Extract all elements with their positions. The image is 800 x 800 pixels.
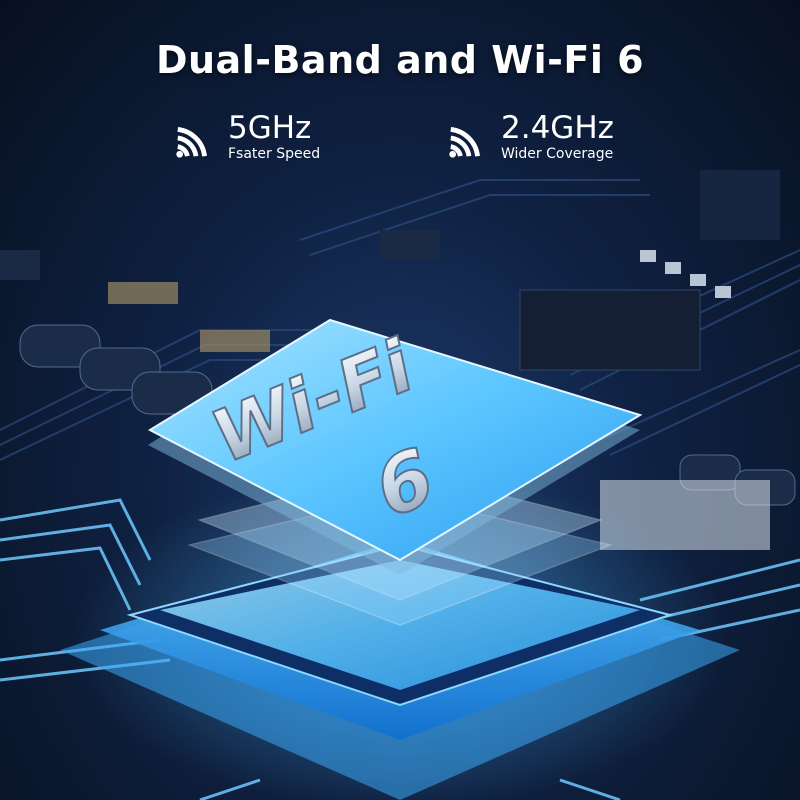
headline: Dual-Band and Wi-Fi 6 — [155, 38, 645, 82]
band-24ghz: 2.4GHz Wider Coverage — [445, 112, 614, 162]
band-5ghz: 5GHz Fsater Speed — [172, 112, 320, 162]
chip-label-6: 6 — [370, 428, 440, 539]
band-caption: Fsater Speed — [228, 146, 321, 162]
band-caption: Wider Coverage — [501, 146, 614, 162]
chip-base — [60, 540, 740, 800]
wifi-signal-icon — [176, 126, 207, 158]
band-frequency: 5GHz — [228, 110, 312, 146]
board-components — [0, 170, 796, 550]
wifi-signal-icon — [449, 126, 480, 158]
band-frequency: 2.4GHz — [501, 110, 614, 146]
chip-top — [147, 318, 643, 575]
